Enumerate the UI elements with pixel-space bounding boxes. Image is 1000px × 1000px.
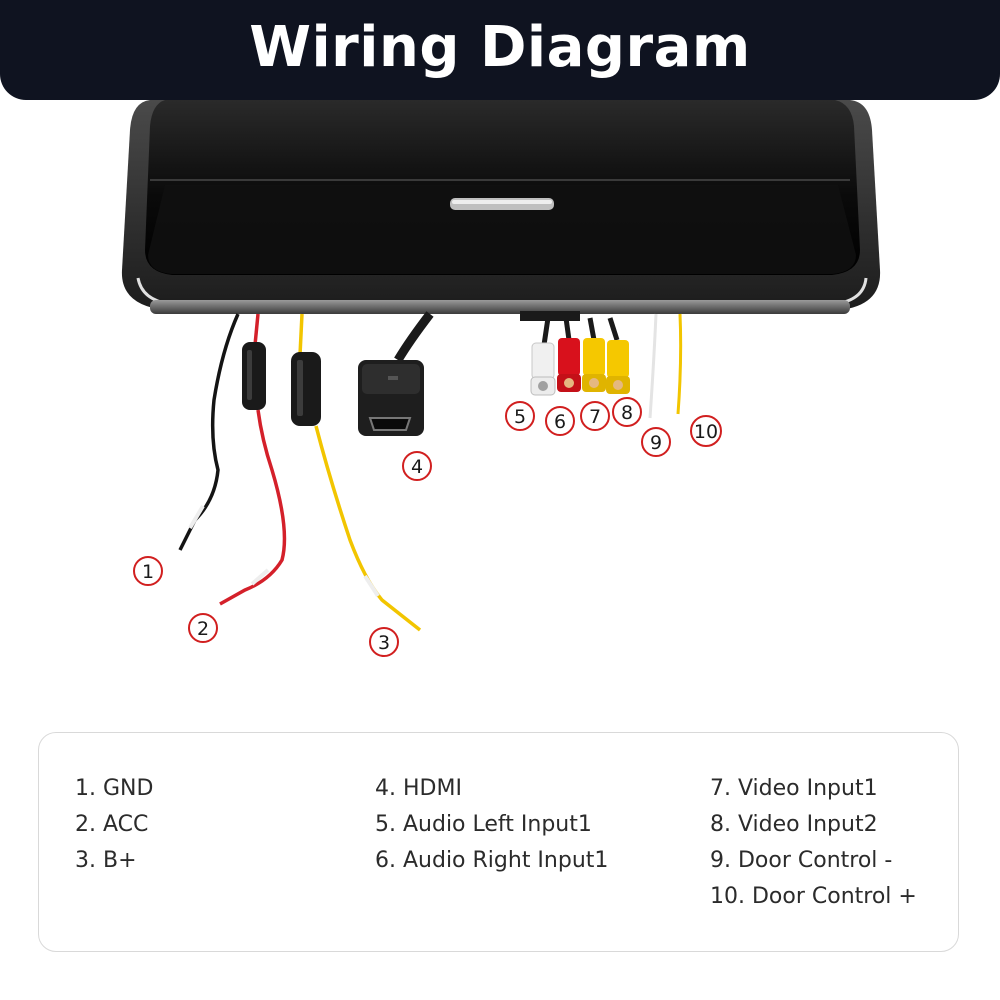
wire-bplus — [291, 313, 422, 632]
legend-item-video-2: 8. Video Input2 — [710, 812, 878, 837]
monitor-body — [121, 100, 881, 314]
legend-item-bplus: 3. B+ — [75, 848, 137, 873]
legend-item-acc: 2. ACC — [75, 812, 149, 837]
svg-text:8: 8 — [621, 402, 633, 424]
title-banner: Wiring Diagram — [0, 0, 1000, 100]
svg-text:10: 10 — [694, 421, 718, 443]
callout-6: 6 — [545, 406, 575, 436]
wire-gnd — [178, 313, 240, 551]
callout-2: 2 — [188, 613, 218, 643]
legend-item-audio-left: 5. Audio Left Input1 — [375, 812, 592, 837]
svg-text:6: 6 — [554, 411, 566, 433]
svg-text:2: 2 — [197, 618, 209, 640]
legend-panel: 1. GND 2. ACC 3. B+ 4. HDMI 5. Audio Lef… — [38, 732, 959, 952]
legend-column-2: 4. HDMI 5. Audio Left Input1 6. Audio Ri… — [375, 771, 608, 879]
page-title: Wiring Diagram — [249, 15, 751, 80]
legend-item-audio-right: 6. Audio Right Input1 — [375, 848, 609, 873]
wire-door-plus — [676, 313, 683, 415]
legend-item-door-plus: 10. Door Control + — [710, 884, 917, 909]
hdmi-connector — [358, 311, 434, 436]
wire-acc — [219, 313, 287, 606]
legend-item-hdmi: 4. HDMI — [375, 776, 462, 801]
svg-text:1: 1 — [142, 561, 154, 583]
callout-10: 10 — [690, 415, 722, 447]
legend-item-video-1: 7. Video Input1 — [710, 776, 878, 801]
callout-3: 3 — [369, 627, 399, 657]
svg-text:5: 5 — [514, 406, 526, 428]
svg-text:4: 4 — [411, 456, 423, 478]
wiring-diagram: 1 2 3 4 5 6 7 8 9 10 — [121, 100, 881, 657]
callout-5: 5 — [505, 401, 535, 431]
callout-7: 7 — [580, 401, 610, 431]
svg-text:7: 7 — [589, 406, 601, 428]
callout-9: 9 — [641, 427, 671, 457]
callout-8: 8 — [612, 397, 642, 427]
callout-1: 1 — [133, 556, 163, 586]
svg-text:3: 3 — [378, 632, 390, 654]
legend-column-1: 1. GND 2. ACC 3. B+ — [75, 771, 153, 879]
legend-column-3: 7. Video Input1 8. Video Input2 9. Door … — [710, 771, 917, 915]
rca-connectors — [520, 311, 630, 396]
callout-4: 4 — [402, 451, 432, 481]
svg-text:9: 9 — [650, 432, 662, 454]
legend-item-gnd: 1. GND — [75, 776, 154, 801]
legend-item-door-minus: 9. Door Control - — [710, 848, 893, 873]
wire-door-minus — [648, 313, 658, 419]
